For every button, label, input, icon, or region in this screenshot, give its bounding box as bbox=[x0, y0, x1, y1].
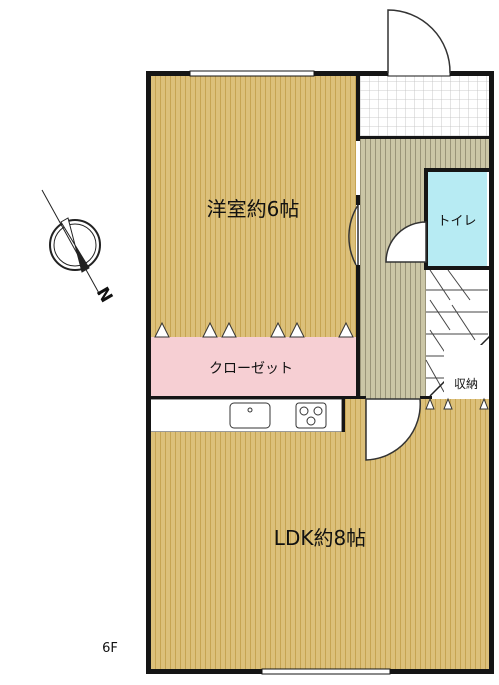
toilet-door bbox=[385, 221, 427, 263]
ldk-door bbox=[365, 398, 421, 461]
hallway-floor-top bbox=[426, 138, 490, 172]
burner-icon bbox=[313, 406, 323, 416]
floor-label: 6F bbox=[102, 641, 118, 656]
closet-label: クローゼット bbox=[209, 361, 293, 377]
sink-drain-icon bbox=[247, 407, 253, 413]
toilet-room bbox=[428, 172, 487, 267]
stove bbox=[295, 402, 327, 429]
sink bbox=[229, 402, 271, 429]
entrance-tile bbox=[360, 75, 490, 138]
entrance-door bbox=[387, 9, 451, 74]
ldk-floor bbox=[150, 432, 490, 670]
storage-box bbox=[444, 345, 488, 397]
compass-icon bbox=[41, 189, 101, 296]
western-room-floor bbox=[150, 75, 356, 337]
ldk-label: LDK約8帖 bbox=[274, 526, 366, 550]
window-top bbox=[189, 70, 315, 77]
storage-label: 収納 bbox=[454, 377, 478, 391]
western-room-label: 洋室約6帖 bbox=[207, 197, 300, 221]
hallway-floor bbox=[360, 138, 426, 399]
burner-icon bbox=[306, 416, 316, 426]
closet-folding-doors bbox=[154, 321, 489, 410]
burner-icon bbox=[299, 406, 309, 416]
window-bottom bbox=[261, 668, 391, 675]
western-room-door bbox=[348, 204, 359, 266]
toilet-label: トイレ bbox=[437, 214, 476, 229]
closet-area bbox=[150, 337, 356, 399]
